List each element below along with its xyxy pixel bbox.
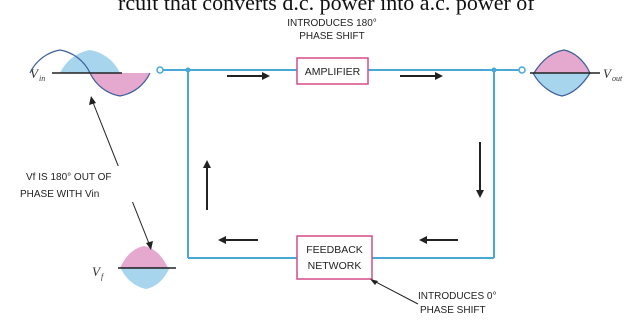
vin-wave-negative xyxy=(90,73,150,96)
flow-arrows xyxy=(203,72,484,244)
output-junction xyxy=(491,67,497,73)
vin-waveform: V in xyxy=(29,49,151,97)
vout-wave-curve-b xyxy=(533,49,591,74)
feedback-network-box xyxy=(296,235,373,280)
flow-arrow-top-left-head xyxy=(262,72,270,80)
phase-note-line2: PHASE WITH Vin xyxy=(20,189,99,200)
vf-waveform: V f xyxy=(92,246,176,289)
amplifier-note-line1: INTRODUCES 180° xyxy=(287,18,377,29)
amplifier-box xyxy=(296,57,369,85)
phase-comparison-head-top xyxy=(89,96,96,105)
feedback-note-line1: INTRODUCES 0° xyxy=(418,291,496,302)
vout-wave-curve-a xyxy=(532,72,591,97)
flow-arrow-right-down-head xyxy=(476,190,484,198)
phase-note-line1: Vf IS 180° OUT OF xyxy=(26,172,112,183)
vin-subscript: in xyxy=(39,74,45,83)
feedback-loop-wires xyxy=(162,69,520,259)
feedback-note-line2: PHASE SHIFT xyxy=(420,305,486,316)
header-text: rcuit that converts d.c. power into a.c.… xyxy=(118,0,535,15)
amplifier-note-line2: PHASE SHIFT xyxy=(299,31,365,42)
feedback-label-line1: FEEDBACK xyxy=(306,244,363,256)
input-junction xyxy=(185,67,191,73)
input-terminal xyxy=(156,66,164,74)
flow-arrow-bottom-left-head xyxy=(218,236,226,244)
amplifier-label: AMPLIFIER xyxy=(305,66,361,78)
feedback-note-pointer-head xyxy=(370,279,378,285)
flow-arrow-bottom-right-head xyxy=(419,236,427,244)
vout-subscript: out xyxy=(612,74,623,83)
feedback-label-line2: NETWORK xyxy=(308,260,362,272)
vout-waveform: V out xyxy=(530,49,623,97)
feedback-note-pointer xyxy=(371,279,419,305)
vin-wave-positive xyxy=(60,50,120,73)
vout-symbol: V xyxy=(603,66,613,81)
vf-wave-negative xyxy=(120,267,170,289)
vout-wave-negative xyxy=(533,73,590,96)
vf-wave-positive xyxy=(120,246,168,268)
vf-subscript: f xyxy=(101,272,105,281)
phase-comparison-head-bottom xyxy=(146,241,153,250)
phase-note-background xyxy=(12,166,144,202)
vf-symbol: V xyxy=(92,264,102,279)
output-terminal xyxy=(518,66,526,74)
flow-arrow-top-right-head xyxy=(435,72,443,80)
flow-arrow-left-up-head xyxy=(203,160,211,168)
vin-symbol: V xyxy=(30,66,40,81)
